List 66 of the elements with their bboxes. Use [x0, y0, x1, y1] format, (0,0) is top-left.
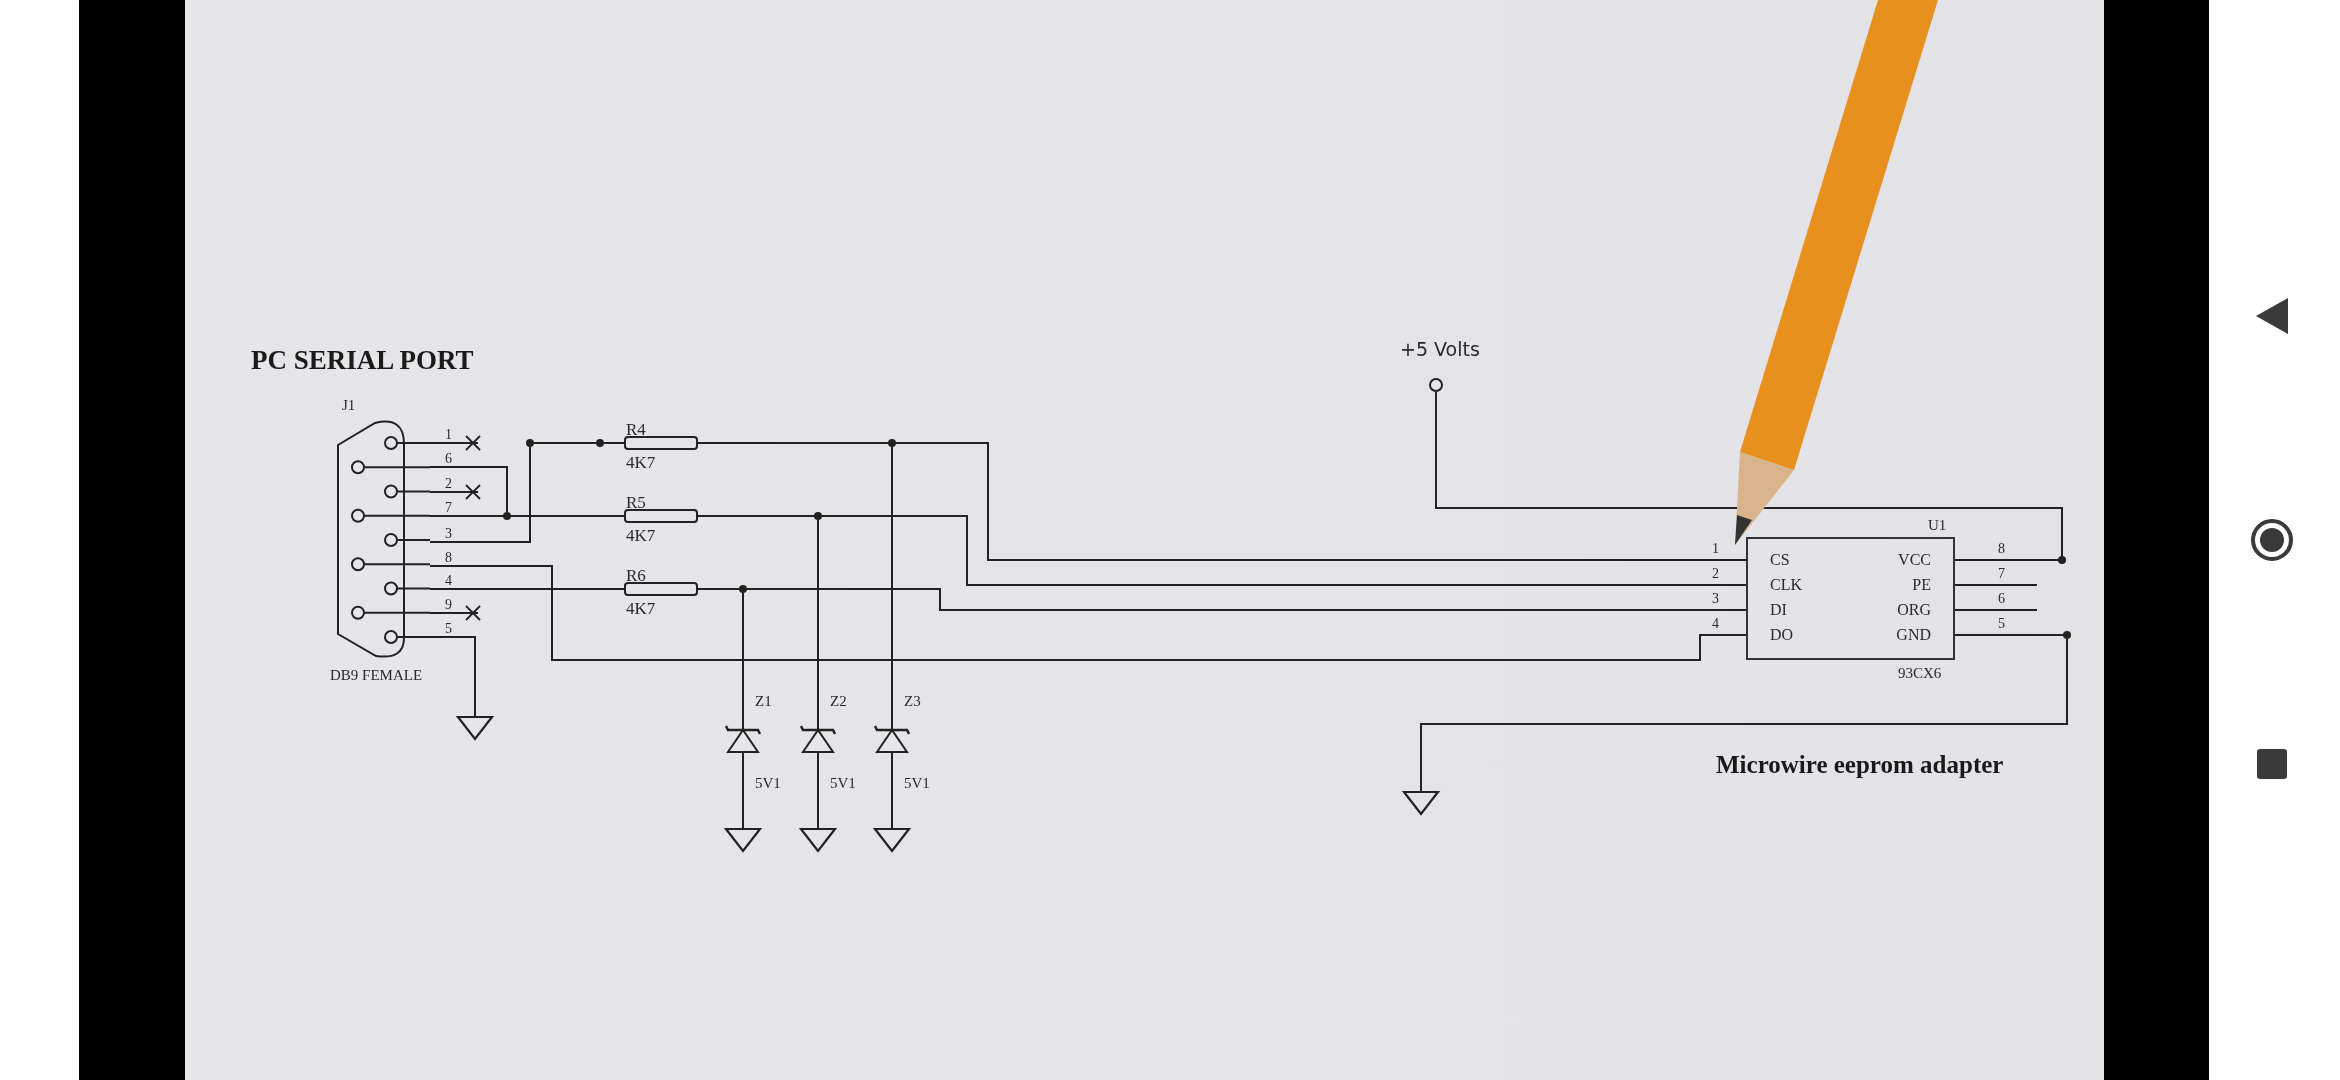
resistor-symbol — [624, 582, 698, 596]
component-label: R4 — [626, 421, 646, 438]
ground-symbol — [457, 716, 493, 740]
pin-number: 3 — [445, 527, 452, 541]
pin-number: 3 — [1712, 592, 1719, 606]
component-label: U1 — [1928, 518, 1947, 533]
pin-number: 2 — [445, 477, 452, 491]
component-value: 5V1 — [755, 776, 781, 791]
caption: Microwire eeprom adapter — [1716, 752, 2004, 777]
wire — [429, 588, 625, 590]
ground-symbol — [874, 828, 910, 852]
component-value: 5V1 — [830, 776, 856, 791]
component-label: R5 — [626, 494, 646, 511]
component-value: 93CX6 — [1898, 666, 1942, 681]
wire — [1435, 391, 2063, 561]
component-value: 4K7 — [626, 600, 656, 617]
wire — [429, 565, 1747, 661]
pin-number: 2 — [1712, 567, 1719, 581]
wire — [742, 799, 744, 829]
wire — [891, 799, 893, 829]
component-label: Z1 — [755, 694, 772, 709]
pin-number: 8 — [1998, 542, 2005, 556]
component-label: DB9 FEMALE — [330, 668, 423, 683]
pin-number: 5 — [1998, 617, 2005, 631]
wire — [697, 515, 1747, 586]
component-label: Z3 — [904, 694, 921, 709]
pin-label: GND — [1896, 627, 1931, 643]
pin-number: 1 — [1712, 542, 1719, 556]
wire — [817, 799, 819, 829]
pin-number: 7 — [445, 501, 452, 515]
ground-symbol — [725, 828, 761, 852]
component-label: J1 — [342, 398, 356, 413]
resistor-symbol — [624, 436, 698, 450]
wire — [429, 636, 476, 717]
wire — [429, 466, 625, 517]
ground-symbol — [1403, 791, 1439, 815]
resistor-symbol — [624, 509, 698, 523]
pin-number: 5 — [445, 622, 452, 636]
pin-number: 8 — [445, 551, 452, 565]
component-value: 5V1 — [904, 776, 930, 791]
component-value: 4K7 — [626, 454, 656, 471]
pin-label: PE — [1912, 577, 1931, 593]
ic-box — [1746, 537, 1955, 660]
wire — [697, 442, 1747, 561]
pin-number: 6 — [445, 452, 452, 466]
pin-label: DI — [1770, 602, 1787, 618]
component-label: R6 — [626, 567, 646, 584]
component-value: 4K7 — [626, 527, 656, 544]
pin-number: 4 — [445, 574, 452, 588]
pin-number: 4 — [1712, 617, 1719, 631]
wire — [1420, 634, 2068, 792]
ground-symbol — [800, 828, 836, 852]
title: PC SERIAL PORT — [251, 347, 474, 374]
pin-number: 7 — [1998, 567, 2005, 581]
supply-label: +5 Volts — [1400, 340, 1480, 359]
pin-label: ORG — [1897, 602, 1931, 618]
pin-number: 1 — [445, 428, 452, 442]
pin-label: CS — [1770, 552, 1790, 568]
wire — [429, 442, 625, 543]
pin-label: CLK — [1770, 577, 1802, 593]
pin-label: DO — [1770, 627, 1794, 643]
wire — [697, 588, 1747, 611]
component-label: Z2 — [830, 694, 847, 709]
pin-label: VCC — [1898, 552, 1931, 568]
pin-number: 6 — [1998, 592, 2005, 606]
pin-number: 9 — [445, 598, 452, 612]
